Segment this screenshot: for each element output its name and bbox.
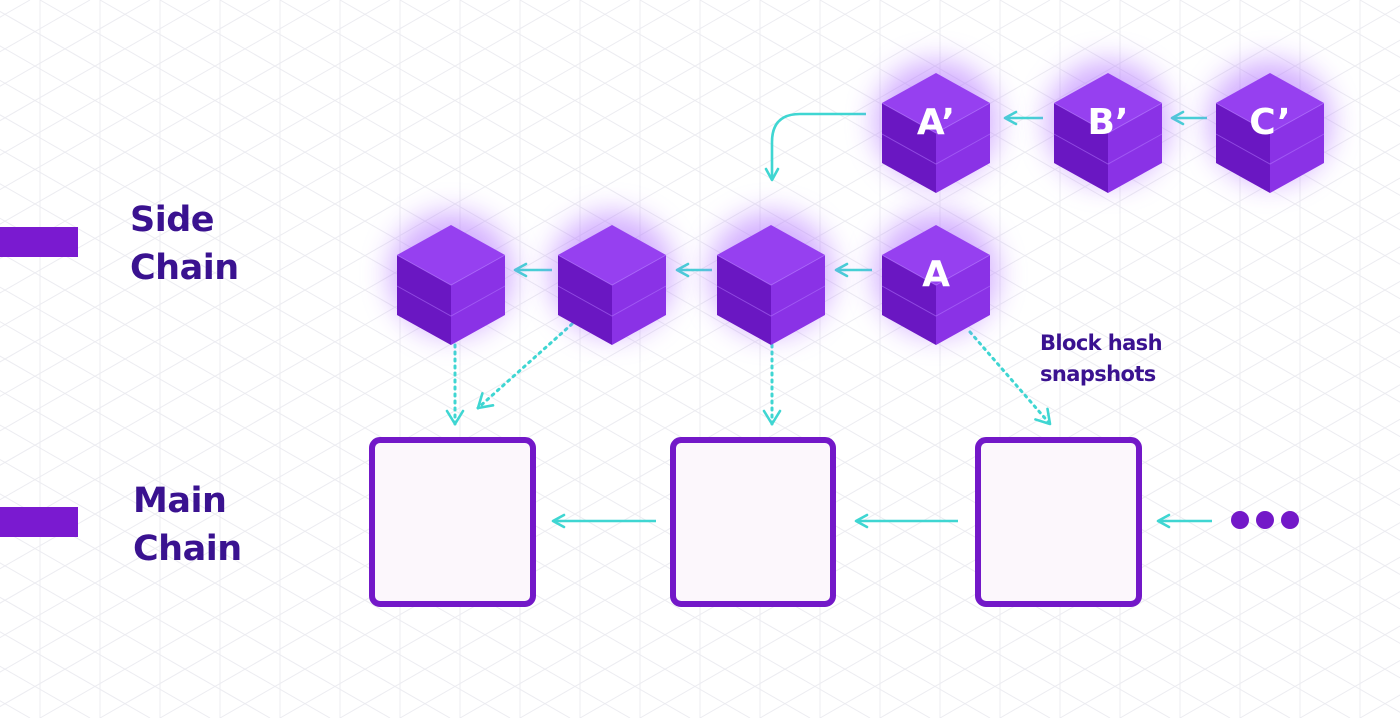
side-chain-cube-4-letter: A [922, 254, 950, 295]
grid-line [0, 527, 331, 718]
grid-line [0, 390, 571, 718]
snapshot-arrow-block-a [968, 330, 1052, 426]
side-chain-label-line-1: Side [130, 200, 214, 240]
grid-line [0, 0, 571, 328]
grid-line [0, 596, 211, 718]
grid-line [0, 0, 331, 191]
main-chain-block-3 [975, 437, 1142, 607]
grid-line [0, 0, 631, 363]
side-chain-cube-4: A [874, 212, 998, 345]
grid-line [1179, 591, 1400, 718]
grid-line [0, 0, 451, 260]
cube-edge [881, 254, 991, 286]
cube-band [716, 285, 826, 317]
grid-line [0, 0, 211, 122]
cube-edge [881, 102, 991, 134]
fork-chain-cube-3: C’ [1208, 60, 1332, 193]
fork-chain-cube-2-letter: B’ [1087, 102, 1128, 143]
grid-line [0, 0, 1231, 708]
cube-band [881, 133, 991, 165]
grid-line [0, 458, 451, 718]
grid-line [1119, 556, 1400, 718]
cube-band [1215, 133, 1325, 165]
block-hash-snapshots-label: Block hash snapshots [1040, 328, 1163, 390]
fork-chain-cube-2: B’ [1046, 60, 1170, 193]
grid-line [0, 0, 871, 501]
main-chain-label: Main Chain [133, 477, 242, 573]
grid-line [0, 0, 1051, 604]
grid-line [339, 108, 1400, 718]
grid-line [999, 487, 1400, 718]
side-chain-cube-3 [709, 212, 833, 345]
cube-edge [1053, 102, 1163, 134]
grid-line [159, 5, 1400, 718]
main-chain-label-line-2: Chain [133, 529, 242, 569]
side-chain-cube-1 [389, 212, 513, 345]
fork-chain-cube-1: A’ [874, 60, 998, 193]
grid-line [699, 315, 1400, 718]
cube-edge [1215, 102, 1325, 134]
grid-line [0, 562, 271, 718]
grid-line [0, 424, 511, 718]
side-chain-marker-bar [0, 227, 78, 257]
grid-line [0, 0, 511, 294]
grid-line [0, 0, 811, 466]
cube-band [557, 285, 667, 317]
cube-band [881, 285, 991, 317]
snapshot-label-line-2: snapshots [1040, 362, 1156, 386]
fork-chain-cube-3-letter: C’ [1249, 102, 1290, 143]
cube-edge [396, 254, 506, 286]
grid-line [0, 0, 931, 535]
main-chain-block-1 [369, 437, 536, 607]
grid-line [819, 0, 1400, 334]
grid-line [459, 177, 1400, 718]
grid-line [639, 280, 1400, 718]
main-chain-label-line-1: Main [133, 481, 227, 521]
grid-line [1059, 522, 1400, 718]
grid-line [0, 0, 691, 397]
snapshot-label-line-1: Block hash [1040, 331, 1163, 355]
fork-merge-arrow [764, 112, 866, 182]
side-chain-label-line-2: Chain [130, 248, 239, 288]
snapshot-arrows [445, 322, 1052, 426]
side-chain-label: Side Chain [130, 196, 239, 292]
main-chain-marker-bar [0, 507, 78, 537]
more-blocks-dots-icon [1231, 511, 1299, 529]
cube-band [396, 285, 506, 317]
fork-chain-cube-1-letter: A’ [917, 102, 955, 143]
grid-line [399, 143, 1400, 718]
grid-line [939, 453, 1400, 718]
grid-line [0, 0, 271, 156]
grid-line [0, 0, 751, 432]
grid-line [759, 349, 1400, 718]
main-chain-block-2 [670, 437, 836, 607]
cube-band [1053, 133, 1163, 165]
grid-line [1179, 0, 1400, 127]
fork-chain-arrows [764, 110, 1207, 182]
side-chain-cube-2 [550, 212, 674, 345]
cube-edge [716, 254, 826, 286]
snapshot-arrow-block-2 [476, 322, 574, 410]
cube-edge [557, 254, 667, 286]
grid-line [0, 493, 391, 718]
main-chain-blocks [369, 437, 1142, 607]
cubes-layer: A A’ B’ C’ [389, 60, 1332, 345]
grid-line [0, 0, 391, 225]
